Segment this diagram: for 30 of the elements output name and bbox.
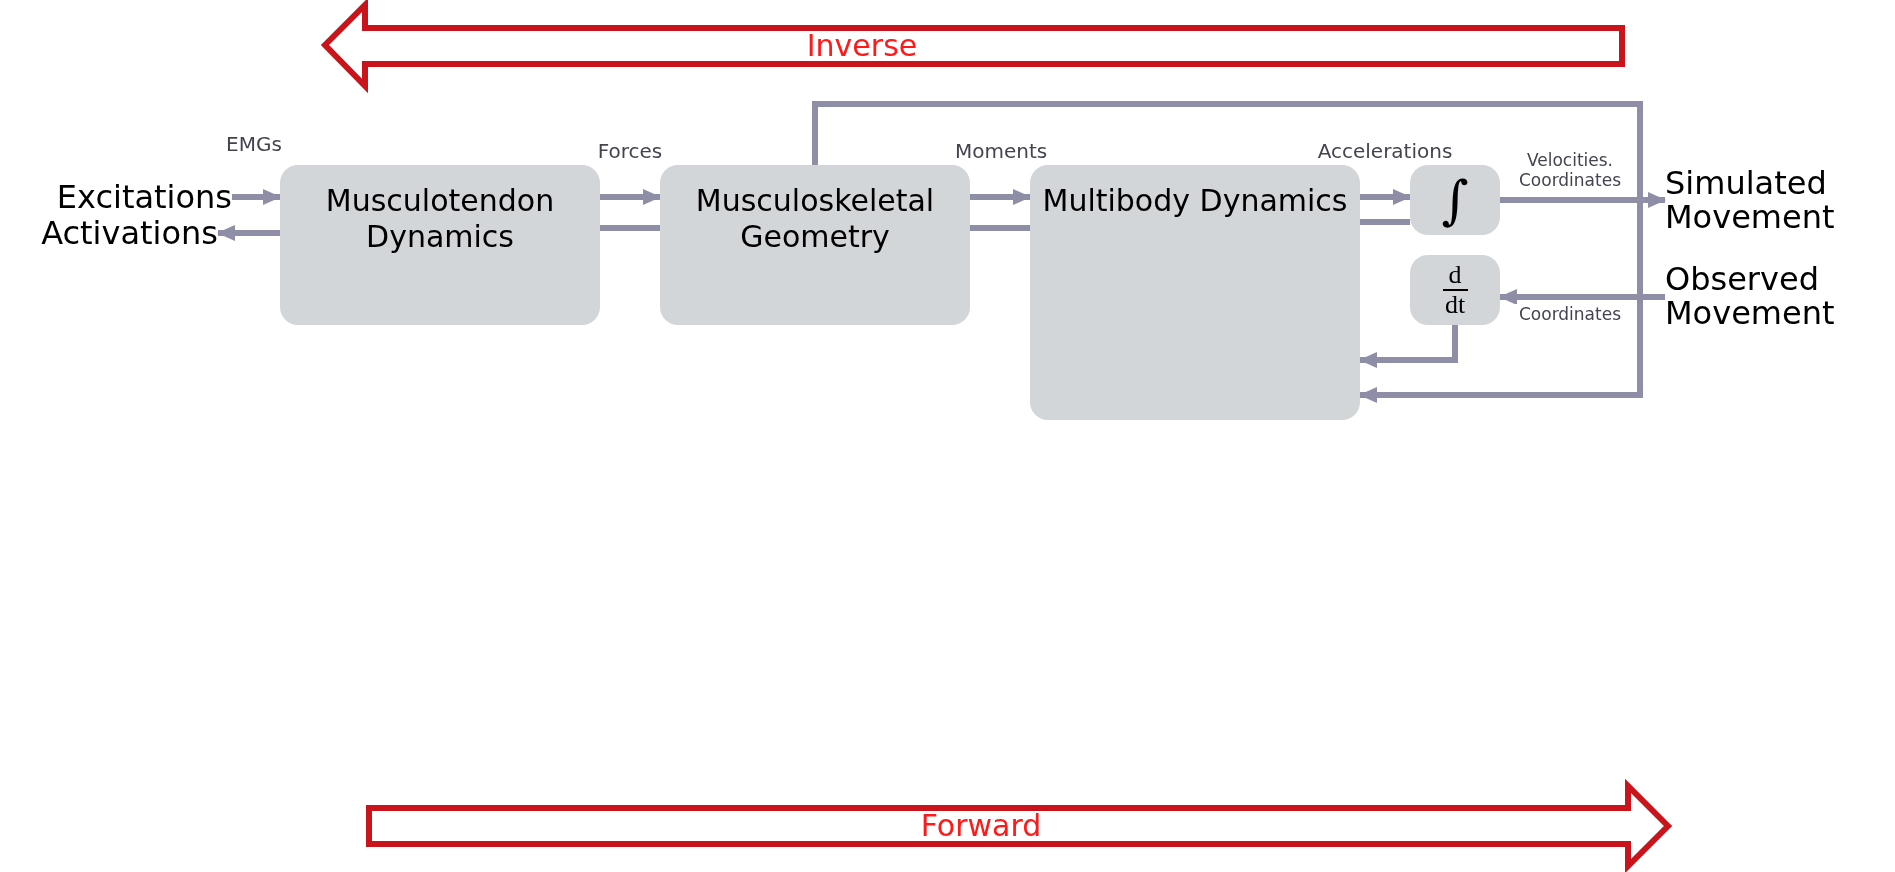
text-label: Excitations bbox=[8, 180, 232, 214]
text-label: Observed Movement bbox=[1665, 262, 1890, 334]
connector-line bbox=[1360, 219, 1410, 225]
arrow bbox=[970, 189, 1031, 205]
text-label: Simulated Movement bbox=[1665, 166, 1875, 238]
box-label: Musculotendon Dynamics bbox=[324, 183, 556, 255]
process-box bbox=[280, 165, 600, 325]
integral-symbol: ∫ bbox=[1441, 170, 1469, 230]
fraction-denominator: dt bbox=[1443, 291, 1467, 319]
process-box bbox=[1030, 165, 1360, 420]
connector-line bbox=[970, 225, 1030, 231]
fraction-numerator: d bbox=[1442, 261, 1468, 291]
arrow bbox=[1359, 325, 1458, 368]
derivative-box bbox=[1410, 255, 1500, 325]
arrow bbox=[1499, 289, 1665, 305]
direction-label: Forward bbox=[919, 808, 1043, 844]
text-label: Activations bbox=[0, 216, 218, 250]
arrow bbox=[217, 225, 280, 241]
arrow bbox=[812, 101, 1643, 403]
box-label: Musculoskeletal Geometry bbox=[694, 183, 936, 255]
signal-label: EMGs bbox=[226, 132, 283, 156]
arrow bbox=[1360, 189, 1411, 205]
arrow bbox=[232, 189, 281, 205]
direction-label: Inverse bbox=[805, 28, 919, 64]
arrow bbox=[600, 189, 661, 205]
connector-line bbox=[600, 225, 660, 231]
integrator-box bbox=[1410, 165, 1500, 235]
box-label: Multibody Dynamics bbox=[1042, 183, 1348, 219]
process-box bbox=[660, 165, 970, 325]
arrow bbox=[1500, 192, 1666, 208]
